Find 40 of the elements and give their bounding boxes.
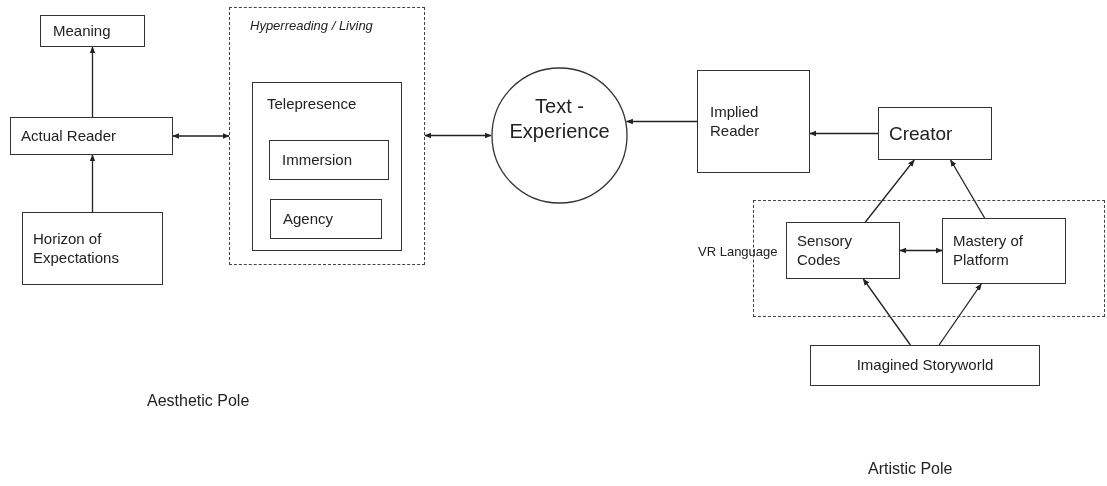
node-label: Horizon of Expectations bbox=[32, 229, 120, 268]
process-box bbox=[697, 70, 810, 173]
node-label: Hyperreading / Living bbox=[249, 18, 373, 35]
arrow bbox=[89, 154, 96, 213]
node-label: VR Language bbox=[698, 244, 778, 261]
arrow bbox=[172, 133, 230, 139]
process-box bbox=[786, 222, 900, 279]
node-label: Imagined Storyworld bbox=[856, 356, 994, 375]
node-label: Agency bbox=[282, 209, 334, 229]
node-label: Text - Experience bbox=[508, 93, 611, 144]
arrow bbox=[864, 159, 915, 223]
process-box bbox=[270, 199, 382, 239]
circle-node bbox=[491, 67, 628, 204]
process-box bbox=[942, 218, 1066, 284]
process-box bbox=[878, 107, 992, 160]
arrow bbox=[89, 46, 96, 118]
node-label: Actual Reader bbox=[20, 126, 117, 146]
arrow bbox=[949, 159, 986, 219]
node-label: Telepresence bbox=[266, 95, 357, 114]
arrow bbox=[862, 278, 912, 346]
arrow bbox=[625, 118, 698, 125]
pole-label: Artistic Pole bbox=[868, 460, 953, 478]
process-box bbox=[22, 212, 163, 285]
node-label: Immersion bbox=[281, 150, 352, 170]
node-label: Mastery of Platform bbox=[952, 232, 1025, 270]
arrow bbox=[424, 132, 492, 139]
process-box bbox=[40, 15, 145, 47]
node-label: Creator bbox=[888, 121, 953, 146]
node-label: Meaning bbox=[52, 21, 111, 41]
pole-label: Aesthetic Pole bbox=[147, 392, 250, 410]
dashed-group-box bbox=[229, 7, 425, 265]
arrow bbox=[899, 247, 943, 254]
container-box bbox=[252, 82, 402, 251]
arrow bbox=[938, 283, 982, 346]
process-box bbox=[269, 140, 389, 180]
arrow bbox=[809, 130, 879, 137]
process-box bbox=[810, 345, 1040, 386]
node-label: Sensory Codes bbox=[796, 231, 854, 270]
process-box bbox=[10, 117, 173, 155]
node-label: Implied Reader bbox=[709, 102, 761, 141]
